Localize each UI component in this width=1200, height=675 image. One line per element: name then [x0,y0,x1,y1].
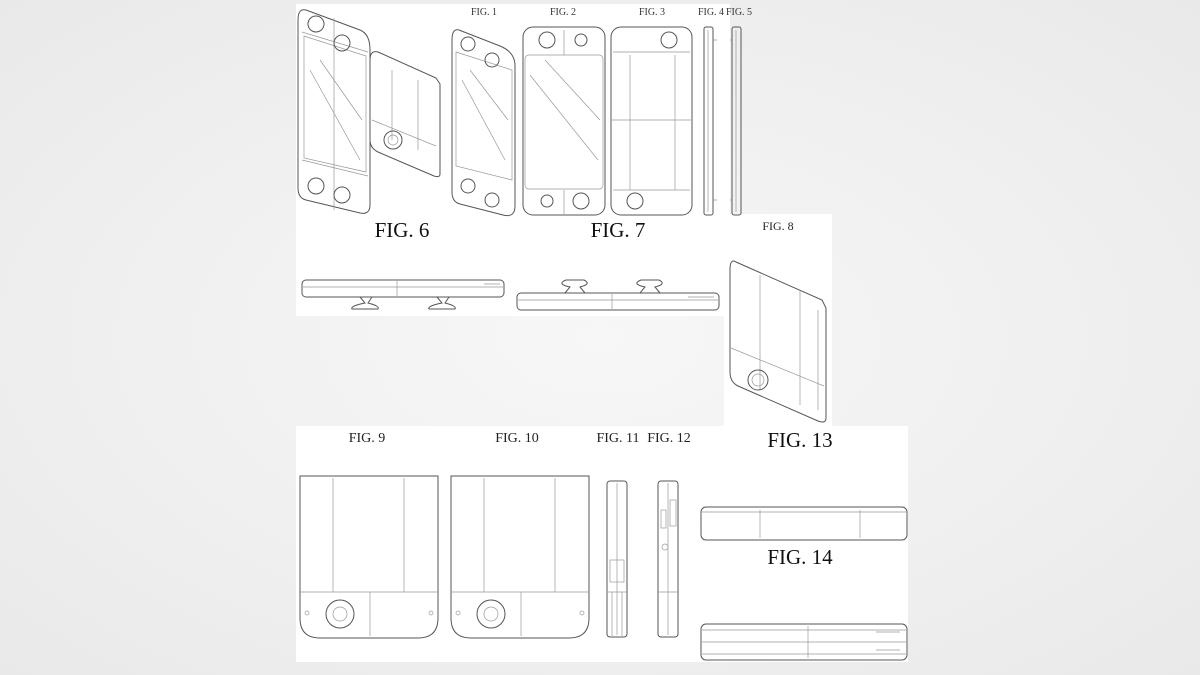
fig10-folded-device-back [450,475,590,639]
fig14-folded-device-edge-views [700,506,908,661]
fig11-label: FIG. 11 [596,431,639,446]
fig3-label: FIG. 3 [639,7,665,18]
fig4-device-side [703,26,717,216]
fig6-device-top-edge-view [301,279,505,310]
fig8-folded-device-perspective [729,260,827,423]
fig9-folded-device-front [299,475,439,639]
fig12-folded-device-side [657,480,679,638]
fig11-folded-device-side [606,480,628,638]
fig8-label: FIG. 8 [762,219,793,233]
fig7-label: FIG. 7 [591,218,646,242]
fig5-device-side [730,26,742,216]
figure-labels: FIG. 1 FIG. 2 FIG. 3 FIG. 4 FIG. 5 FIG. … [349,7,833,569]
fig13-label: FIG. 13 [767,428,832,452]
fig10-label: FIG. 10 [495,431,539,446]
fig1-device-perspective [451,29,516,217]
fig12-label: FIG. 12 [647,431,691,446]
fig6-label: FIG. 6 [375,218,430,242]
fig3-device-back [610,26,693,216]
fig14-label: FIG. 14 [767,545,833,569]
fig9-label: FIG. 9 [349,431,386,446]
fig2-device-front [522,26,606,216]
fig1-label: FIG. 1 [471,7,497,18]
fig5-label: FIG. 5 [726,7,752,18]
fig2-label: FIG. 2 [550,7,576,18]
fig7-device-top-edge-view [516,279,720,311]
fig6-open-device-perspective [297,9,441,214]
fig4-label: FIG. 4 [698,7,724,18]
